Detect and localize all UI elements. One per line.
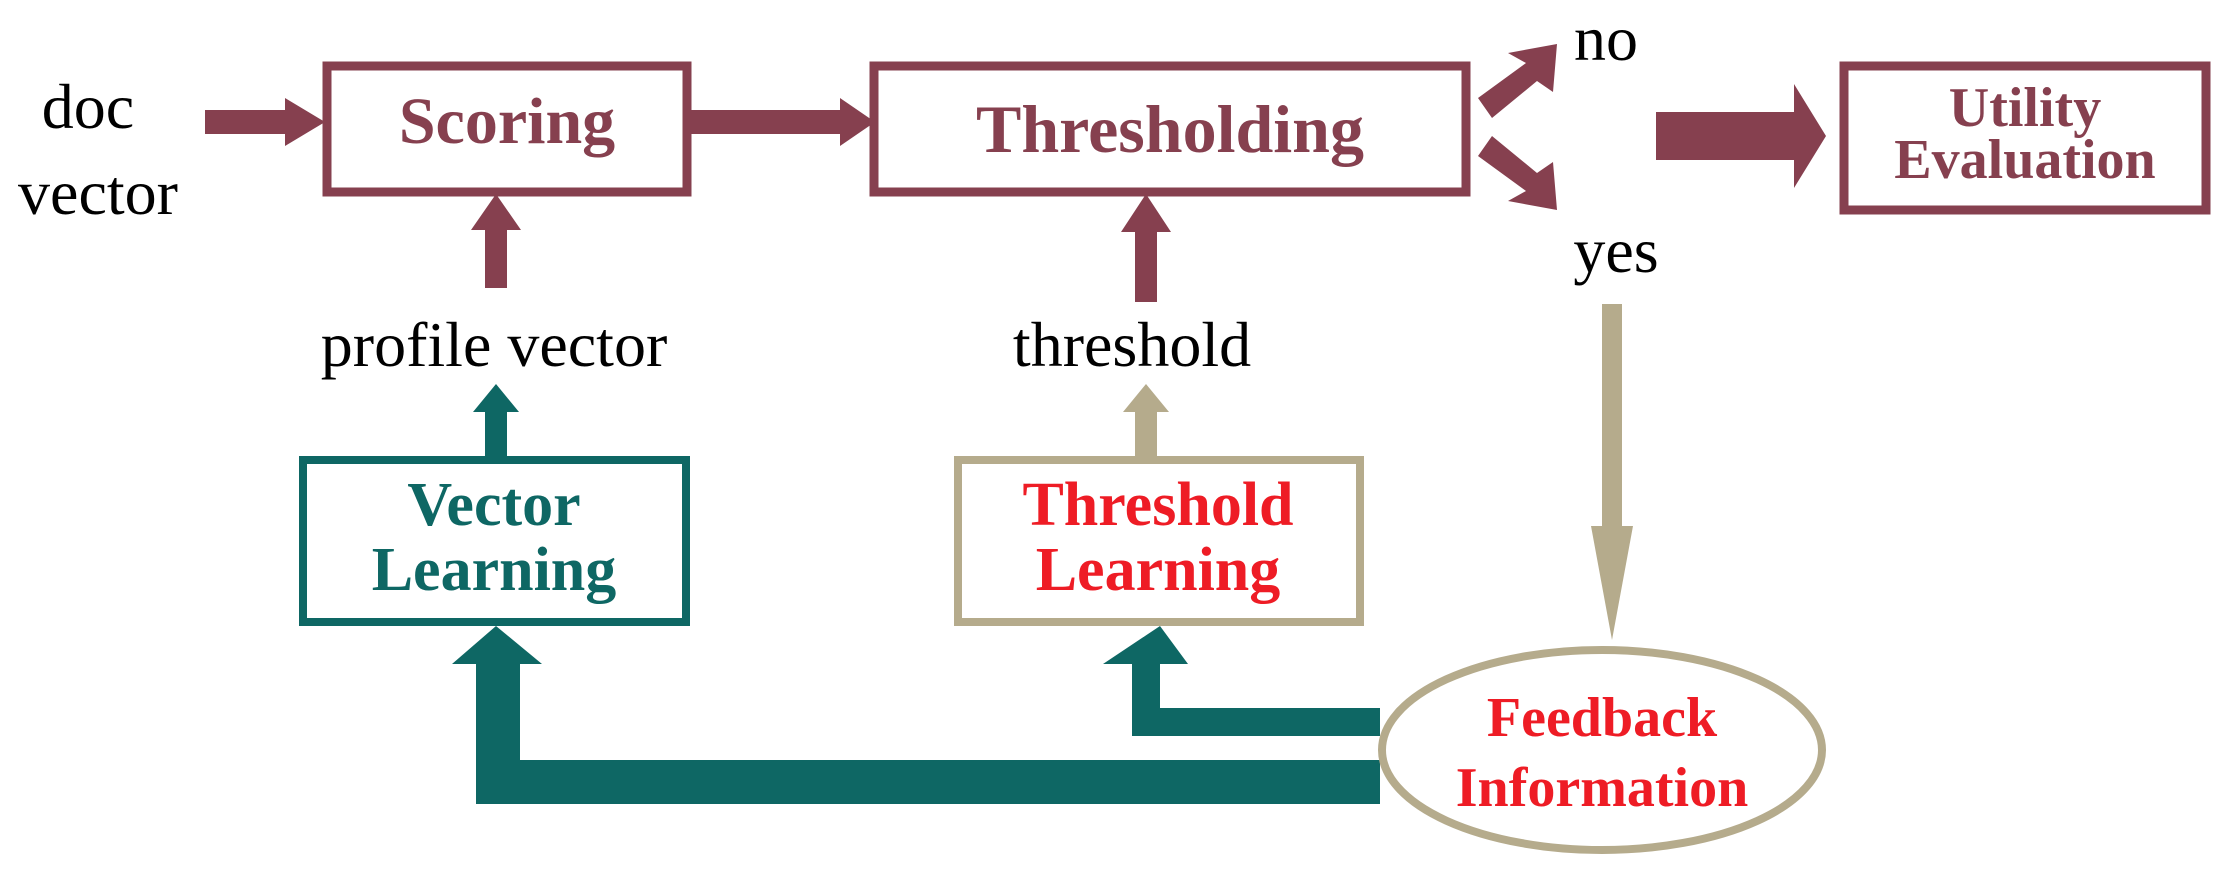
feedback-information-node: Feedback Information bbox=[1378, 646, 1826, 854]
utility-label-line2: Evaluation bbox=[1894, 129, 2155, 191]
arrow-profile-to-scoring bbox=[471, 194, 521, 288]
scoring-box: Scoring bbox=[322, 61, 692, 197]
feedback-label-line1: Feedback bbox=[1487, 687, 1718, 749]
arrow-no-branch bbox=[1478, 44, 1557, 118]
scoring-label: Scoring bbox=[399, 85, 615, 158]
arrow-doc-to-scoring bbox=[205, 98, 325, 146]
arrow-to-utility-evaluation bbox=[1656, 84, 1826, 188]
utility-evaluation-box: Utility Evaluation bbox=[1839, 61, 2211, 215]
vector-learning-label-line1: Vector bbox=[407, 471, 580, 539]
vector-learning-box: Vector Learning bbox=[299, 456, 690, 626]
utility-label-line1: Utility bbox=[1949, 77, 2101, 139]
arrow-threshold-learning-to-threshold bbox=[1123, 384, 1169, 460]
yes-label: yes bbox=[1573, 215, 1658, 286]
threshold-learning-label-line1: Threshold bbox=[1022, 471, 1293, 539]
arrow-yes-to-feedback bbox=[1591, 304, 1633, 640]
arrow-scoring-to-thresholding bbox=[690, 98, 875, 146]
doc-vector-label-line1: doc bbox=[42, 71, 134, 142]
no-label: no bbox=[1574, 3, 1638, 74]
arrow-threshold-to-thresholding bbox=[1121, 194, 1171, 302]
arrow-yes-branch bbox=[1478, 136, 1557, 210]
thresholding-box: Thresholding bbox=[869, 61, 1471, 197]
threshold-learning-label-line2: Learning bbox=[1036, 536, 1281, 604]
arrow-feedback-to-threshold-learning bbox=[1103, 626, 1380, 736]
arrow-feedback-to-vector-learning bbox=[452, 626, 1380, 804]
threshold-learning-box: Threshold Learning bbox=[954, 456, 1364, 626]
vector-learning-label-line2: Learning bbox=[372, 536, 617, 604]
thresholding-label: Thresholding bbox=[976, 91, 1364, 167]
feedback-label-line2: Information bbox=[1456, 757, 1748, 819]
profile-vector-label: profile vector bbox=[321, 309, 668, 380]
threshold-label: threshold bbox=[1013, 309, 1251, 380]
doc-vector-label-line2: vector bbox=[18, 157, 178, 228]
arrow-vector-learning-to-profile bbox=[473, 384, 519, 460]
